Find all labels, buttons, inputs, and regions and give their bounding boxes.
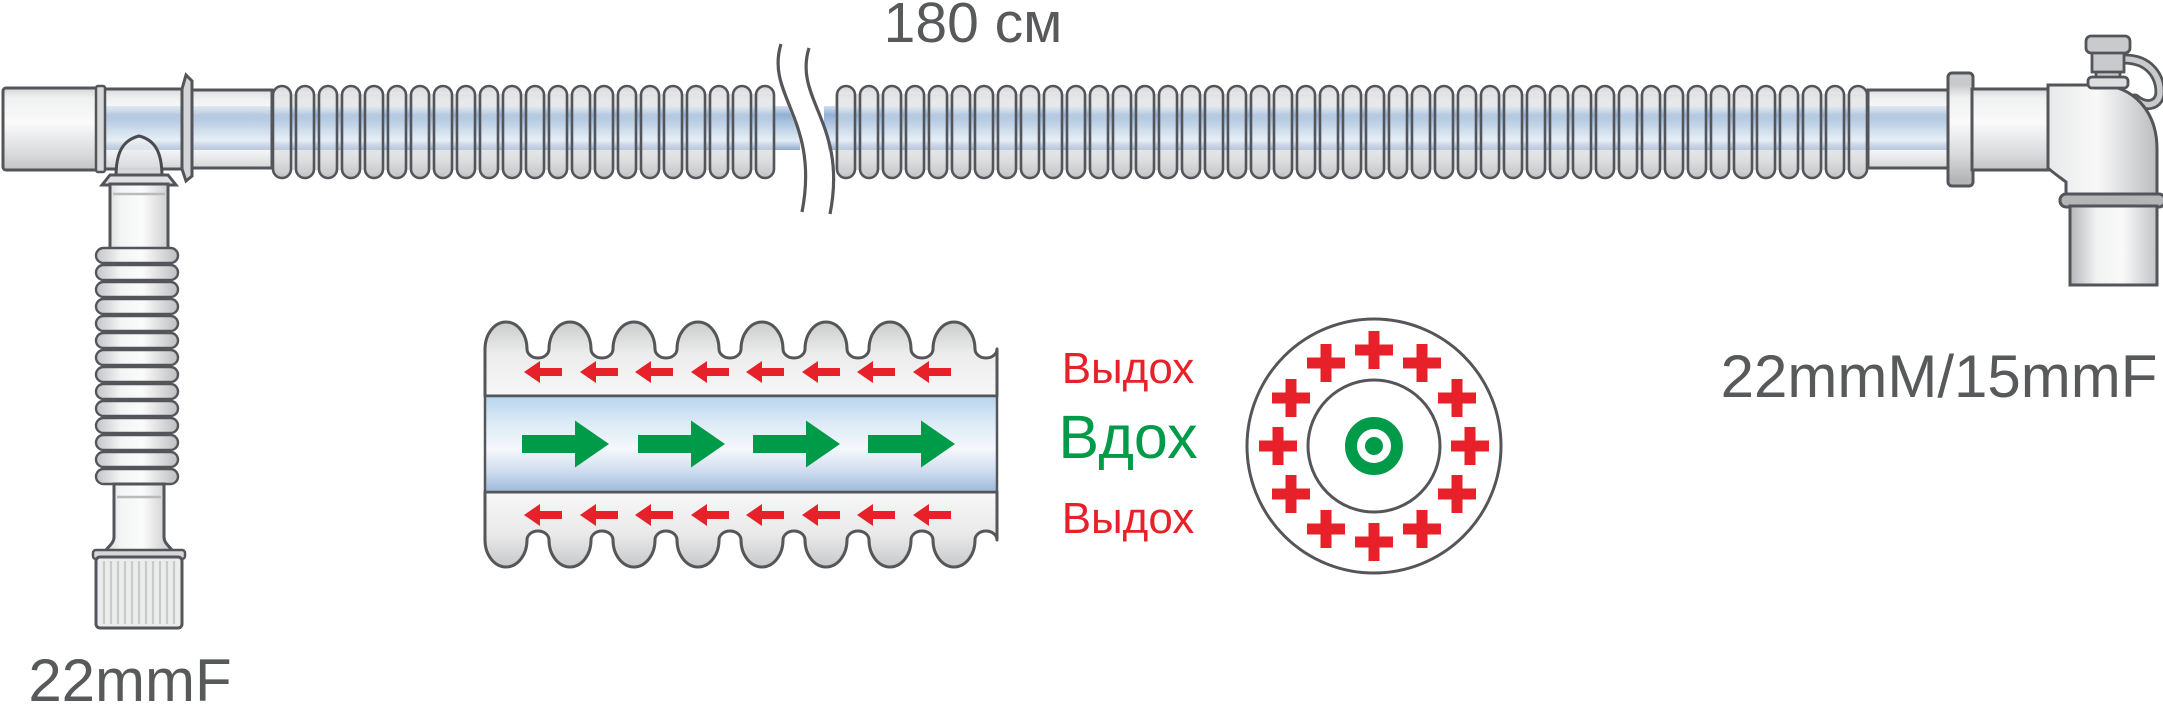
luer-cap-top: [2084, 34, 2132, 55]
length-label: 180 см: [883, 0, 1063, 55]
left-cuff: [190, 88, 274, 170]
luer-cap-tether: [2118, 53, 2163, 111]
tube-break-mark: [776, 40, 836, 215]
left-port-cylinder: [1, 86, 100, 172]
right-cuff: [1866, 88, 1952, 170]
exhale-top-label: Выдох: [1061, 344, 1195, 393]
inhale-label: Вдох: [1058, 403, 1198, 471]
elbow-body: [2046, 83, 2159, 199]
outer-tube-wall-bottom: [483, 490, 999, 569]
left-flange: [180, 72, 194, 184]
flow-cross-section-diagram: [483, 320, 999, 569]
expandable-limb: [91, 134, 187, 630]
left-port-ring: [94, 84, 107, 174]
exhale-bottom-label: Выдох: [1061, 494, 1195, 543]
corrugation-ribs: [271, 84, 1869, 180]
outer-tube-wall-top: [483, 320, 999, 398]
right-elbow-connector: [1946, 34, 2163, 287]
right-port-cylinder: [1970, 87, 2050, 172]
right-port-label: 22mmM/15mmF: [1720, 343, 2158, 410]
left-machine-connector: [1, 84, 107, 174]
elbow-outlet-tube: [2068, 204, 2159, 287]
right-flange: [1946, 71, 1975, 188]
tee-dome: [114, 134, 164, 179]
left-port-label: 22mmF: [28, 647, 232, 711]
coaxial-cross-section-circle: [1245, 317, 1503, 575]
inhale-center-mark: [1345, 417, 1403, 475]
end-cap-knurling: [102, 561, 176, 624]
limb-connector: [102, 482, 176, 554]
limb-bellows: [94, 246, 180, 486]
luer-port-ring: [2086, 75, 2130, 90]
main-corrugated-tube: [102, 72, 1952, 184]
